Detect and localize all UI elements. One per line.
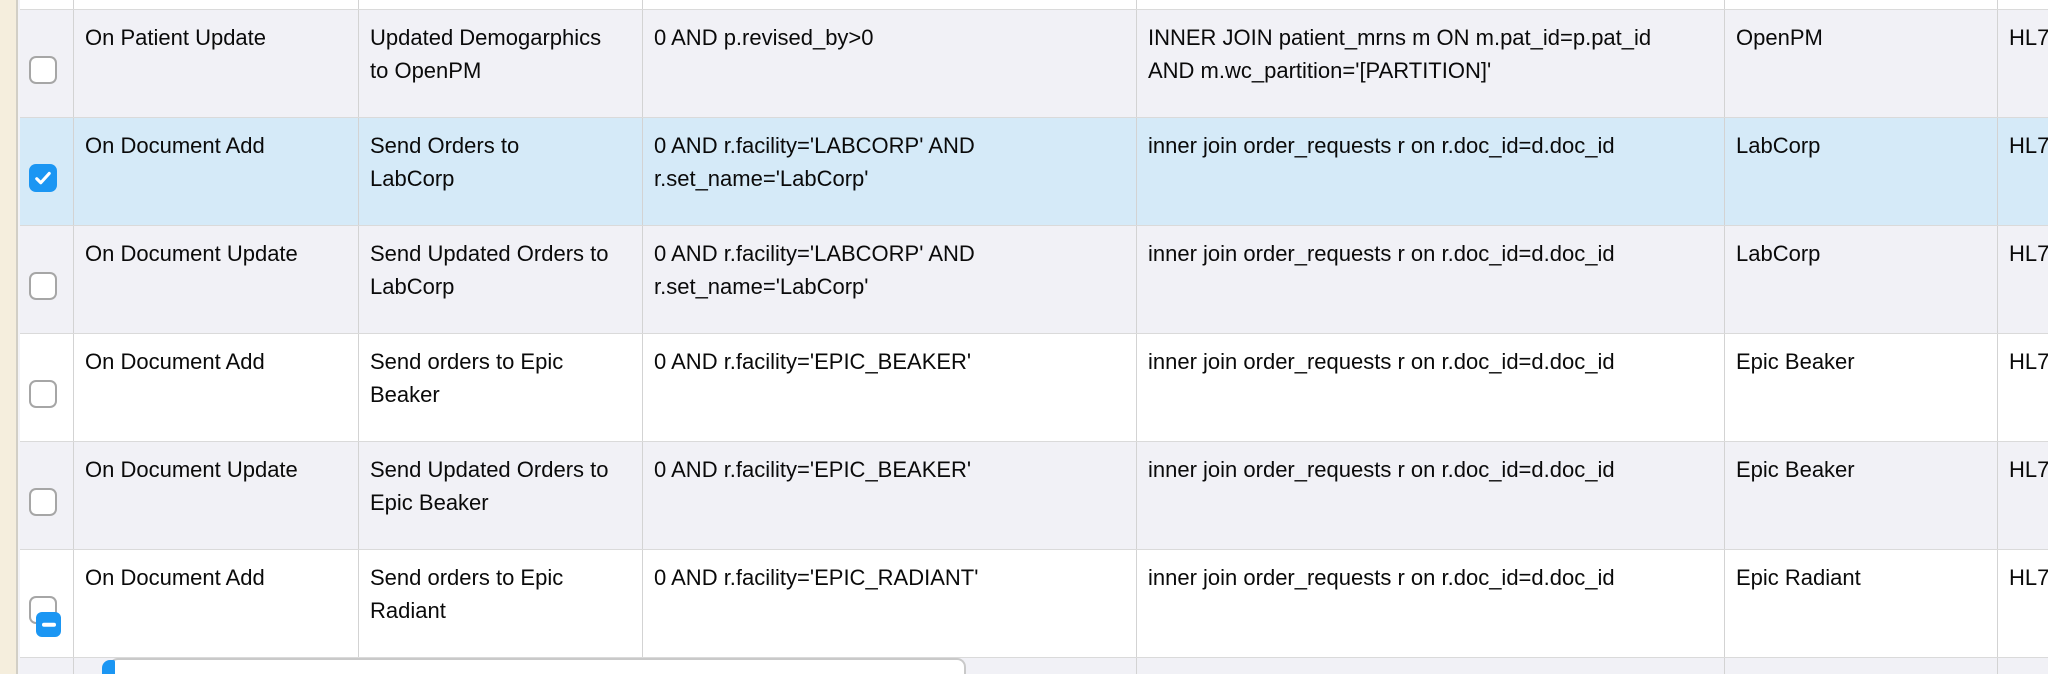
condition-cell: 0 AND r.facility='EPIC_RADIANT' [643,550,1137,657]
checkbox-cell [20,10,74,117]
empty-cell [1998,0,2048,9]
condition-cell: 0 AND r.facility='LABCORP' AND r.set_nam… [643,226,1137,333]
condition-cell: 0 AND r.facility='EPIC_BEAKER' [643,334,1137,441]
empty-cell [643,0,1137,9]
protocol-cell: HL7 [2009,565,2048,590]
target-cell: LabCorp [1725,118,1998,225]
row-checkbox[interactable] [29,488,57,516]
join-cell: INNER JOIN patient_mrns m ON m.pat_id=p.… [1137,10,1725,117]
table-row[interactable]: On Document Add Send orders to Epic Radi… [20,550,2048,658]
target-cell: Epic Radiant [1725,550,1998,657]
event-cell: On Document Add [74,550,359,657]
table-row[interactable]: On Document Add Send orders to Epic Beak… [20,334,2048,442]
empty-cell [1725,0,1998,9]
target-cell: OpenPM [1725,10,1998,117]
checkbox-cell [20,226,74,333]
protocol-cell: HL7 [2009,25,2048,50]
protocol-cell: HL7 [2009,241,2048,266]
target-cell: Epic Beaker [1725,334,1998,441]
event-cell: On Document Update [74,226,359,333]
target-cell: Epic Radiant [1725,658,1998,674]
target-cell: LabCorp [1725,226,1998,333]
row-checkbox[interactable] [29,380,57,408]
description-cell: Send Updated Orders to Epic Beaker [359,442,643,549]
event-cell: On Document Add [74,334,359,441]
checkbox-cell [20,442,74,549]
checkbox-cell [20,334,74,441]
row-checkbox[interactable] [29,272,57,300]
condition-cell: 0 AND r.facility='EPIC_BEAKER' [643,442,1137,549]
checkbox-cell [20,550,74,657]
protocol-cell: HL7 [1998,658,2048,674]
row-checkbox[interactable] [29,56,57,84]
event-cell: On Document Update [74,442,359,549]
join-cell: inner join order_requests r on r.doc_id=… [1137,550,1725,657]
event-cell: On Patient Update [74,10,359,117]
table-row[interactable]: On Document Update Send Updated Orders t… [20,442,2048,550]
protocol-cell: HL7 [2009,349,2048,374]
page-left-margin [0,0,18,674]
table-row[interactable]: On Document Update Send Updated Orders t… [20,226,2048,334]
protocol-cell: HL7 [2009,133,2048,158]
description-cell: Send Updated Orders to LabCorp [359,226,643,333]
condition-cell: 0 AND r.facility='LABCORP' AND r.set_nam… [643,118,1137,225]
protocol-cell: HL7 [2009,457,2048,482]
description-cell: Send Orders to LabCorp [359,118,643,225]
event-cell: On Document Add [74,118,359,225]
join-cell: inner join order_requests r on r.doc_id=… [1137,226,1725,333]
table-row[interactable]: On Patient Update Updated Demogarphics t… [20,10,2048,118]
empty-cell [1137,0,1725,9]
description-cell: Updated Demogarphics to OpenPM [359,10,643,117]
remove-row-button[interactable] [36,612,61,637]
description-cell: Send orders to Epic Radiant [359,550,643,657]
check-icon [35,171,51,185]
checkbox-cell [20,118,74,225]
join-cell: inner join order_requests r on r.doc_id=… [1137,118,1725,225]
table-body: On Patient Update Updated Demogarphics t… [20,10,2048,674]
join-cell: inner join order_requests r on r.doc_id=… [1137,442,1725,549]
checkbox-cell [20,658,74,674]
table-row-clipped-top [20,0,2048,10]
target-cell: Epic Beaker [1725,442,1998,549]
description-cell: Send orders to Epic Beaker [359,334,643,441]
table-row[interactable]: On Document Add Send Orders to LabCorp 0… [20,118,2048,226]
join-cell: inner join order_requests r on r.doc_id=… [1137,334,1725,441]
empty-cell [359,0,643,9]
row-checkbox[interactable] [29,164,57,192]
minus-icon [41,622,56,627]
join-cell: inner join order_requests r on r.doc_id=… [1137,658,1725,674]
empty-cell [74,0,359,9]
condition-cell: 0 AND p.revised_by>0 [643,10,1137,117]
rules-table: On Patient Update Updated Demogarphics t… [20,0,2048,674]
detail-panel [109,658,966,674]
panel-accent-bar [102,660,115,674]
empty-cell [20,0,74,9]
